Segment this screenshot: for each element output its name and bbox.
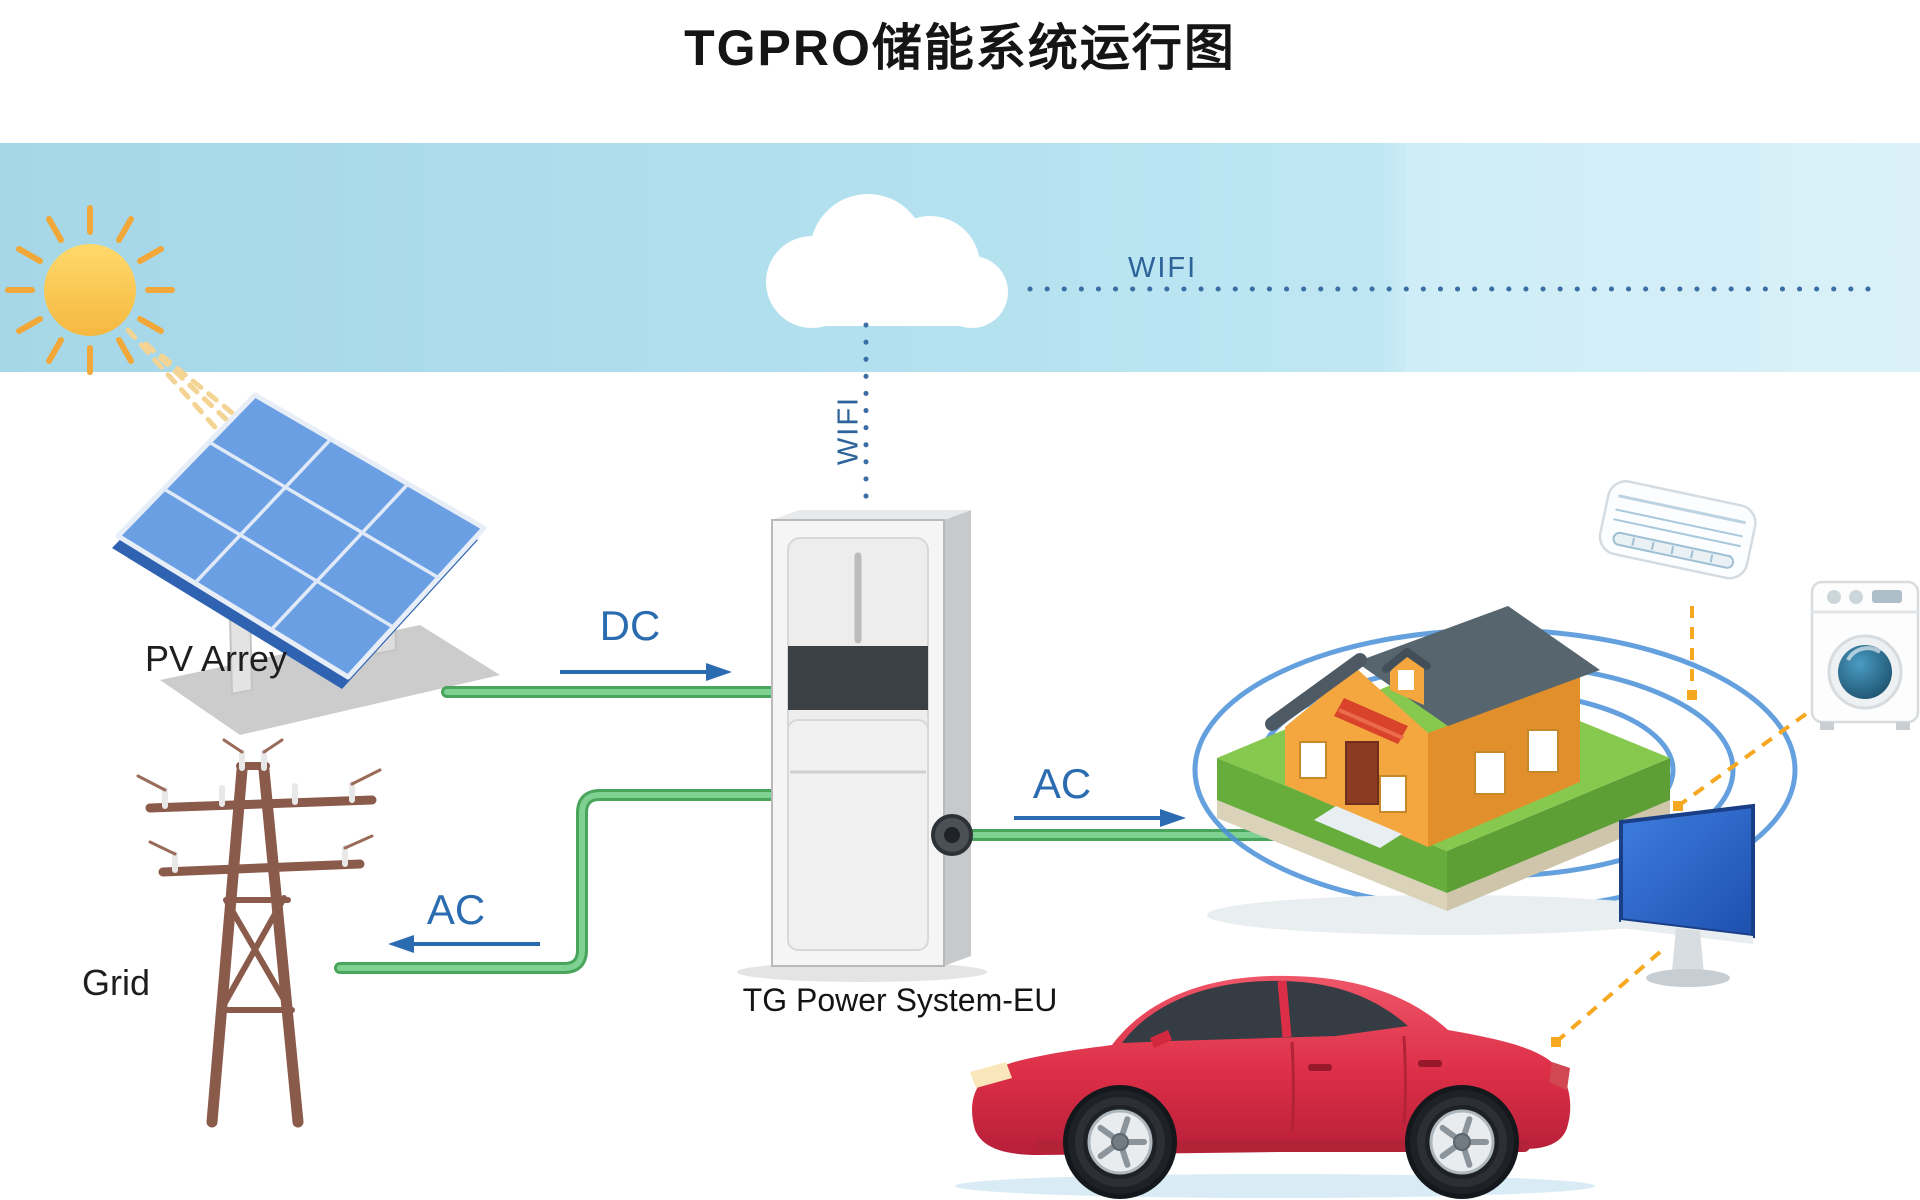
tv-screen [1619,803,1755,939]
cabinet-display-band [788,646,928,710]
washing-machine-icon [1810,580,1920,730]
ac-house-arrowhead [1160,809,1186,827]
wifi-dotted-lines [863,286,1881,515]
appliance-link-nodes [1551,690,1697,1047]
energy-storage-cabinet-illustration [737,510,987,982]
grid-label: Grid [82,962,151,1003]
power-system-label: TG Power System-EU [742,982,1058,1018]
air-conditioner-icon [1598,480,1757,580]
cloud-icon [766,194,1008,328]
appliance-link-lines [1554,606,1808,1044]
car-rear-wheel [1410,1090,1514,1194]
dc-arrowhead [706,663,732,681]
car-headlight [970,1062,1012,1088]
tv-icon [1619,803,1755,987]
car-mirror [1150,1030,1172,1048]
sky-band [0,143,1920,372]
flow-arrows [388,663,1186,953]
ac-to-house-flow-label: AC [1032,760,1092,807]
car-taillight [1549,1062,1570,1090]
wifi-label-vertical: WIFI [832,395,865,466]
house-illustration [1207,606,1687,935]
house-window [1299,741,1327,779]
tv-stand [1672,928,1704,974]
roof-dormer [1382,648,1431,705]
house-window [1527,729,1559,773]
wifi-label-horizontal: WIFI [1128,252,1198,284]
car-front-wheel [1068,1090,1172,1194]
car-windows [1122,980,1408,1043]
dc-flow-label: DC [599,602,661,649]
house-window [1379,775,1407,813]
ac-to-grid-flow-label: AC [426,886,486,933]
electric-car-illustration [955,975,1595,1199]
utility-pole-illustration [136,738,382,1128]
page-title: TGPRO储能系统运行图 [684,20,1236,76]
sun-icon [5,205,175,375]
door-path [1314,806,1402,848]
house-window [1474,751,1506,795]
ac-grid-arrowhead [388,935,414,953]
solar-panel-illustration [112,392,500,735]
house-door [1345,741,1379,805]
pv-array-label: PV Arrey [145,638,288,679]
pole-insulators [162,749,355,873]
